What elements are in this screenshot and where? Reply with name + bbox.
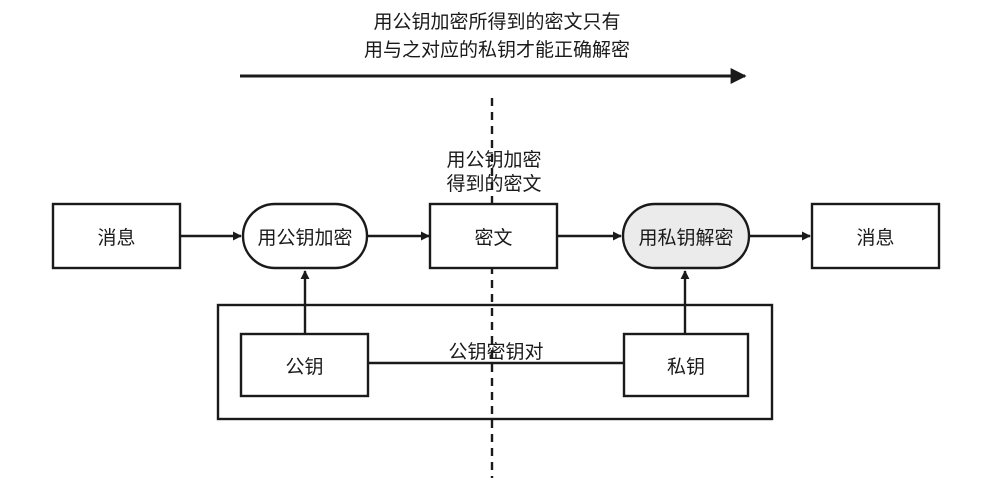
private-key-label: 私钥 xyxy=(666,355,705,378)
private-key-box xyxy=(622,332,750,398)
public-key-box xyxy=(239,332,370,398)
message-out-box xyxy=(810,202,941,270)
message-in-label: 消息 xyxy=(97,226,136,249)
message-in-box xyxy=(51,202,182,270)
key-pair-label: 公钥密钥对 xyxy=(448,341,544,363)
ciphertext-note-line-2: 得到的密文 xyxy=(446,173,542,195)
decrypt-node xyxy=(621,202,751,270)
encrypt-node xyxy=(241,202,369,270)
encrypt-label: 用公钥加密 xyxy=(257,226,353,249)
caption-line-1: 用公钥加密所得到的密文只有 xyxy=(373,11,621,33)
decrypt-label: 用私钥解密 xyxy=(638,226,734,249)
ciphertext-box xyxy=(428,202,559,270)
message-out-label: 消息 xyxy=(856,226,895,249)
ciphertext-note-line-1: 用公钥加密 xyxy=(446,149,542,171)
key-pair-container xyxy=(216,303,774,421)
public-key-label: 公钥 xyxy=(285,355,324,378)
caption-line-2: 用与之对应的私钥才能正确解密 xyxy=(363,39,630,61)
ciphertext-label: 密文 xyxy=(474,226,513,249)
